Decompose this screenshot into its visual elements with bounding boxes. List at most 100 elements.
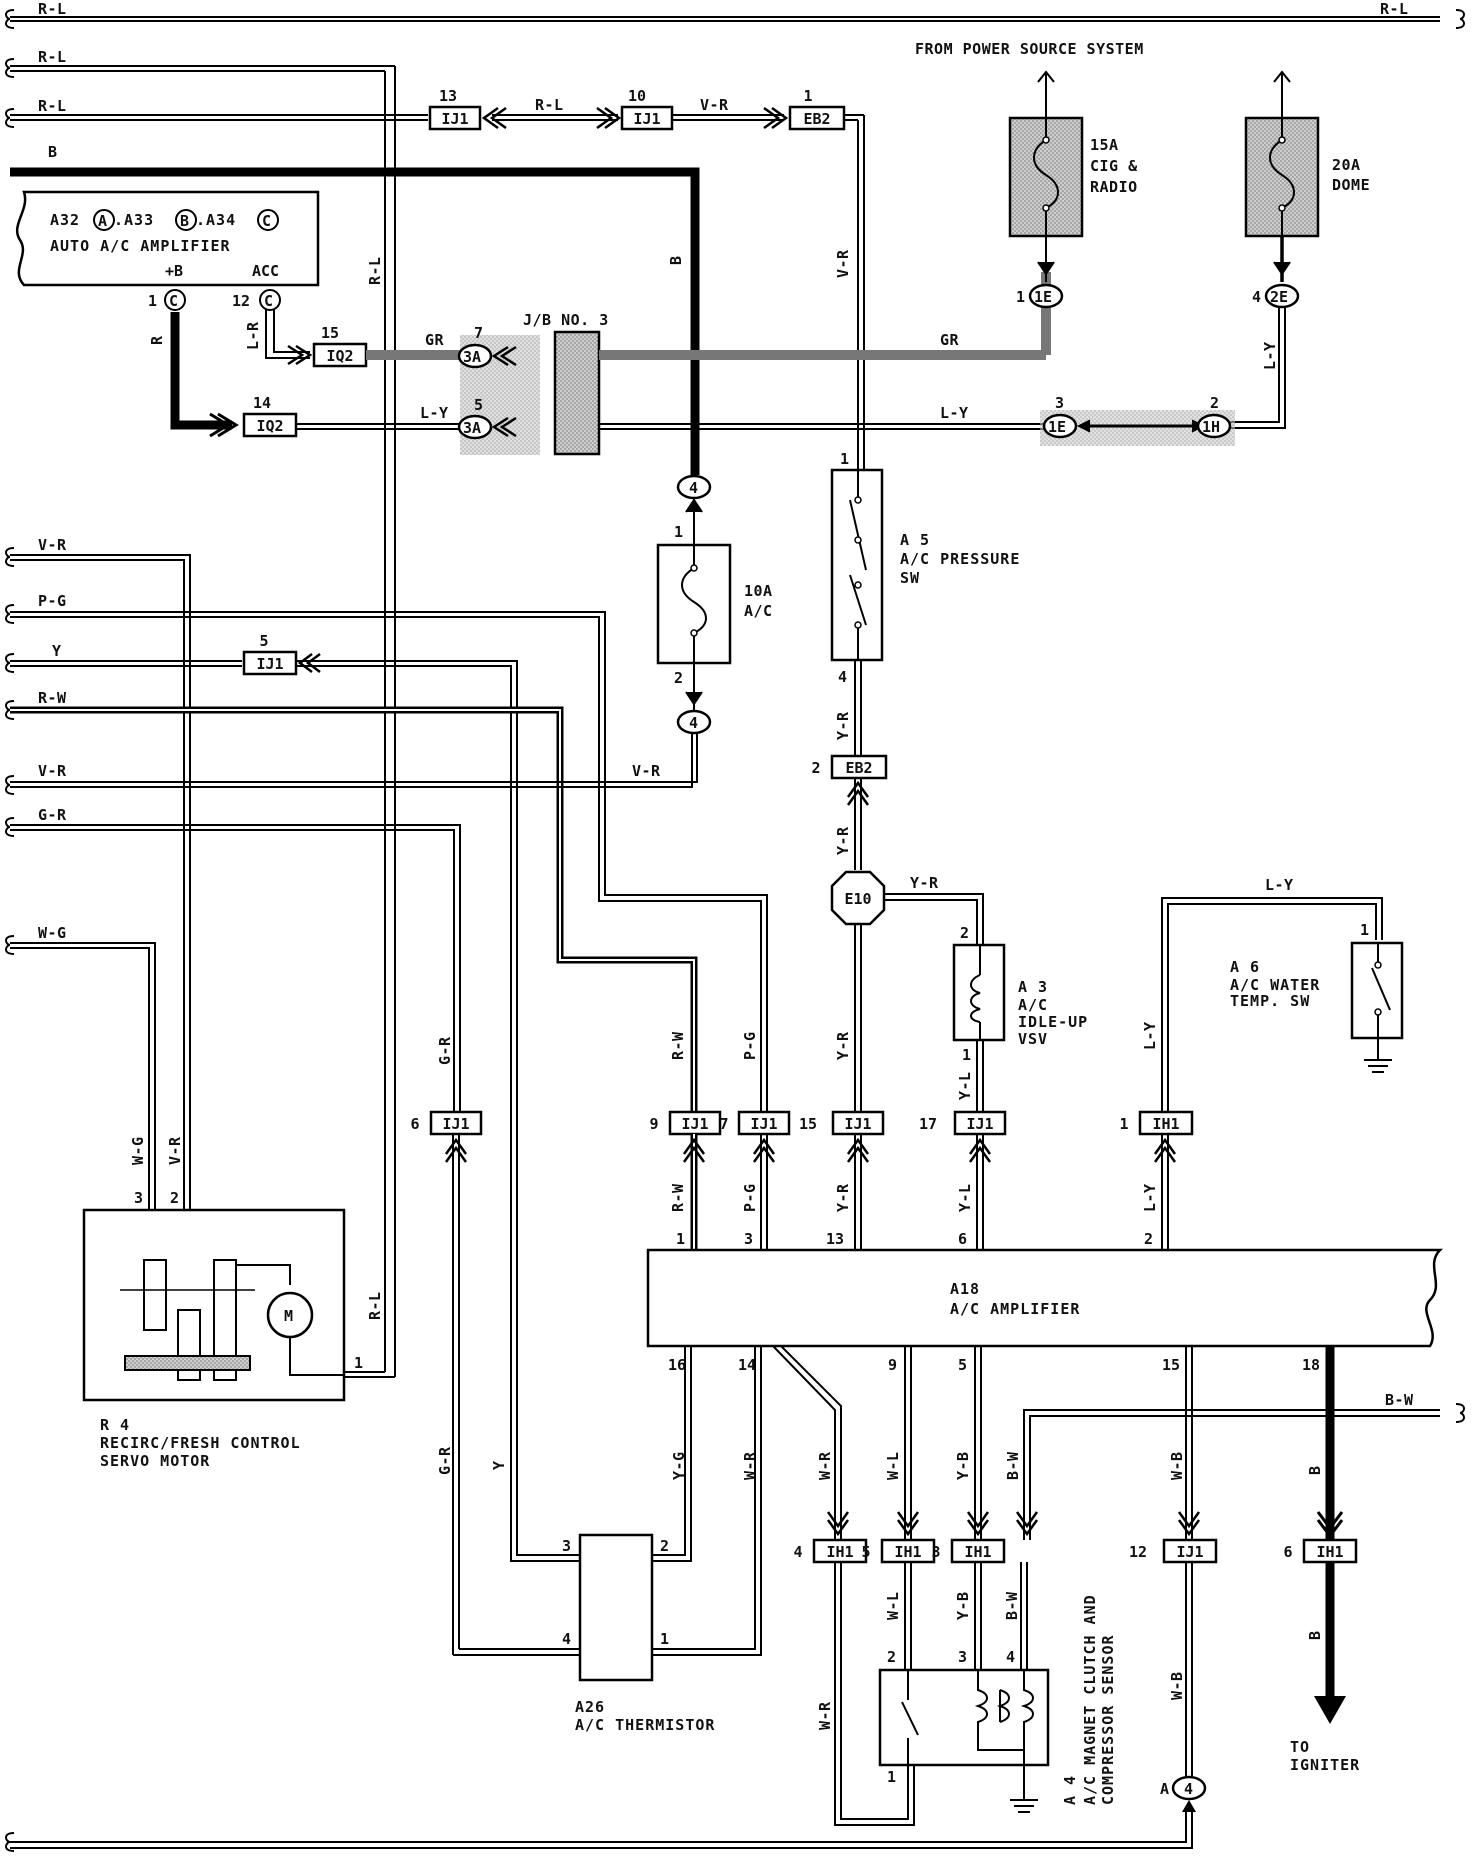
svg-text:A/C MAGNET CLUTCH AND: A/C MAGNET CLUTCH AND xyxy=(1081,1594,1099,1805)
svg-text:7: 7 xyxy=(719,1115,728,1133)
svg-text:W-L: W-L xyxy=(884,1591,902,1620)
power-source-label: FROM POWER SOURCE SYSTEM xyxy=(915,40,1144,58)
svg-text:AUTO A/C AMPLIFIER: AUTO A/C AMPLIFIER xyxy=(50,237,231,255)
wire-bw-main: B-W B-W xyxy=(1004,1391,1440,1540)
svg-text:R-L: R-L xyxy=(38,97,67,115)
svg-text:IJ1: IJ1 xyxy=(750,1115,777,1133)
svg-text:1: 1 xyxy=(674,523,683,541)
amp-pin-c12: C 12 xyxy=(232,289,281,311)
svg-text:C: C xyxy=(264,292,273,310)
connector-ij1-17: IJ1 17 xyxy=(919,1110,1007,1136)
wire-wr-a18-14: W-R xyxy=(652,1346,762,1656)
svg-text:R-W: R-W xyxy=(669,1031,687,1060)
svg-text:+B: +B xyxy=(165,262,183,280)
svg-text:15: 15 xyxy=(799,1115,817,1133)
wire-left-rw: R-W R-W xyxy=(10,689,698,1112)
svg-text:Y-B: Y-B xyxy=(954,1451,972,1480)
wire-wl-a18-9: W-L xyxy=(884,1346,920,1540)
svg-text:W-R: W-R xyxy=(816,1701,834,1730)
connector-1h-2: 1H 2 xyxy=(1196,394,1232,439)
wire-left-vr: V-R V-R xyxy=(10,536,191,1210)
svg-text:R-L: R-L xyxy=(366,1291,384,1320)
svg-text:W-G: W-G xyxy=(129,1136,147,1165)
svg-text:IQ2: IQ2 xyxy=(256,417,283,435)
wire-top-rl: R-L R-L xyxy=(10,0,1440,22)
svg-text:2: 2 xyxy=(1144,1230,1153,1248)
svg-text:3: 3 xyxy=(744,1230,753,1248)
a3-ac-idle-up-vsv: A 3 A/C IDLE-UP VSV 2 1 xyxy=(952,924,1087,1064)
svg-text:L-Y: L-Y xyxy=(1265,876,1294,894)
connector-ih1-4: IH1 4 xyxy=(793,1538,868,1564)
svg-text:B: B xyxy=(667,255,685,265)
svg-text:ACC: ACC xyxy=(252,262,279,280)
connector-iq2-15: IQ2 15 xyxy=(312,324,368,368)
svg-text:12: 12 xyxy=(1129,1543,1147,1561)
svg-text:A: A xyxy=(98,212,107,230)
wire-rl-r4: R-L xyxy=(344,1291,395,1378)
svg-text:G-R: G-R xyxy=(436,1036,454,1065)
svg-text:2: 2 xyxy=(660,1537,669,1555)
svg-text:3: 3 xyxy=(562,1537,571,1555)
svg-text:A 4: A 4 xyxy=(1061,1775,1079,1805)
svg-text:3: 3 xyxy=(931,1543,940,1561)
svg-text:W-L: W-L xyxy=(884,1451,902,1480)
svg-text:Y-R: Y-R xyxy=(834,711,852,740)
svg-text:1: 1 xyxy=(660,1630,669,1648)
fuse-10a-ac: 10A A/C 1 2 xyxy=(656,498,773,710)
svg-text:R-L: R-L xyxy=(1380,0,1409,18)
svg-text:3: 3 xyxy=(1055,394,1064,412)
svg-text:17: 17 xyxy=(919,1115,937,1133)
wire-rl-2: R-L xyxy=(10,48,396,1377)
svg-text:L-Y: L-Y xyxy=(1261,341,1279,370)
wire-yl-a18-6: Y-L 6 xyxy=(956,1134,992,1250)
a6-ac-water-temp-switch: A 6 A/C WATER TEMP. SW 1 xyxy=(1230,921,1404,1073)
svg-text:A 3: A 3 xyxy=(1018,978,1048,996)
right-bracket-bw xyxy=(1455,1403,1465,1423)
svg-text:B-W: B-W xyxy=(1003,1591,1021,1620)
svg-text:A/C PRESSURE: A/C PRESSURE xyxy=(900,550,1020,568)
svg-text:IJ1: IJ1 xyxy=(633,110,660,128)
svg-text:P-G: P-G xyxy=(741,1183,759,1212)
svg-text:RADIO: RADIO xyxy=(1090,178,1138,196)
wire-ly-a18-2: L-Y 2 xyxy=(1141,1134,1177,1250)
svg-text:VSV: VSV xyxy=(1018,1030,1048,1048)
wire-gr-ij1-6: G-R xyxy=(436,1134,580,1656)
svg-text:TO: TO xyxy=(1290,1738,1310,1756)
svg-text:B-W: B-W xyxy=(1004,1451,1022,1480)
svg-text:IJ1: IJ1 xyxy=(1176,1543,1203,1561)
wire-ly-a6: L-Y L-Y xyxy=(1141,876,1383,1112)
connector-4-bottom: 4 xyxy=(676,709,712,735)
svg-text:IJ1: IJ1 xyxy=(844,1115,871,1133)
svg-text:IJ1: IJ1 xyxy=(256,655,283,673)
fuse-15a-cig-radio: 15A CIG & RADIO xyxy=(1008,70,1138,282)
svg-text:2: 2 xyxy=(170,1189,179,1207)
fuse-20a-dome: 20A DOME xyxy=(1244,70,1370,282)
wire-rw-a18-1: R-W 1 xyxy=(669,1134,706,1250)
svg-text:W-B: W-B xyxy=(1168,1451,1186,1480)
a4-magnet-clutch-sensor: A 4 A/C MAGNET CLUTCH AND COMPRESSOR SEN… xyxy=(878,1594,1117,1813)
svg-text:1H: 1H xyxy=(1202,418,1220,436)
wire-b-igniter: B TO IGNITER xyxy=(1290,1562,1359,1774)
svg-text:A26: A26 xyxy=(575,1698,605,1716)
svg-text:DOME: DOME xyxy=(1332,176,1370,194)
svg-text:A/C: A/C xyxy=(744,602,773,620)
wire-b-main: B B xyxy=(10,143,700,475)
svg-text:A 5: A 5 xyxy=(900,531,930,549)
connector-1e-3: 1E 3 xyxy=(1042,394,1078,439)
svg-text:1: 1 xyxy=(1016,288,1025,306)
svg-text:15A: 15A xyxy=(1090,136,1119,154)
svg-text:W-R: W-R xyxy=(816,1451,834,1480)
wire-rl-13-10: R-L xyxy=(481,96,622,130)
svg-text:6: 6 xyxy=(958,1230,967,1248)
svg-text:J/B NO. 3: J/B NO. 3 xyxy=(523,311,609,329)
svg-text:9: 9 xyxy=(649,1115,658,1133)
svg-text:2: 2 xyxy=(960,924,969,942)
a5-ac-pressure-switch: A 5 A/C PRESSURE SW 1 4 xyxy=(830,450,1020,686)
svg-text:20A: 20A xyxy=(1332,156,1361,174)
svg-text:V-R: V-R xyxy=(700,96,729,114)
wire-b-a18-18: B xyxy=(1306,1346,1344,1540)
wire-ly: L-Y L-Y xyxy=(296,404,1050,430)
svg-text:13: 13 xyxy=(439,87,457,105)
svg-text:5: 5 xyxy=(259,632,268,650)
svg-text:V-R: V-R xyxy=(38,536,67,554)
